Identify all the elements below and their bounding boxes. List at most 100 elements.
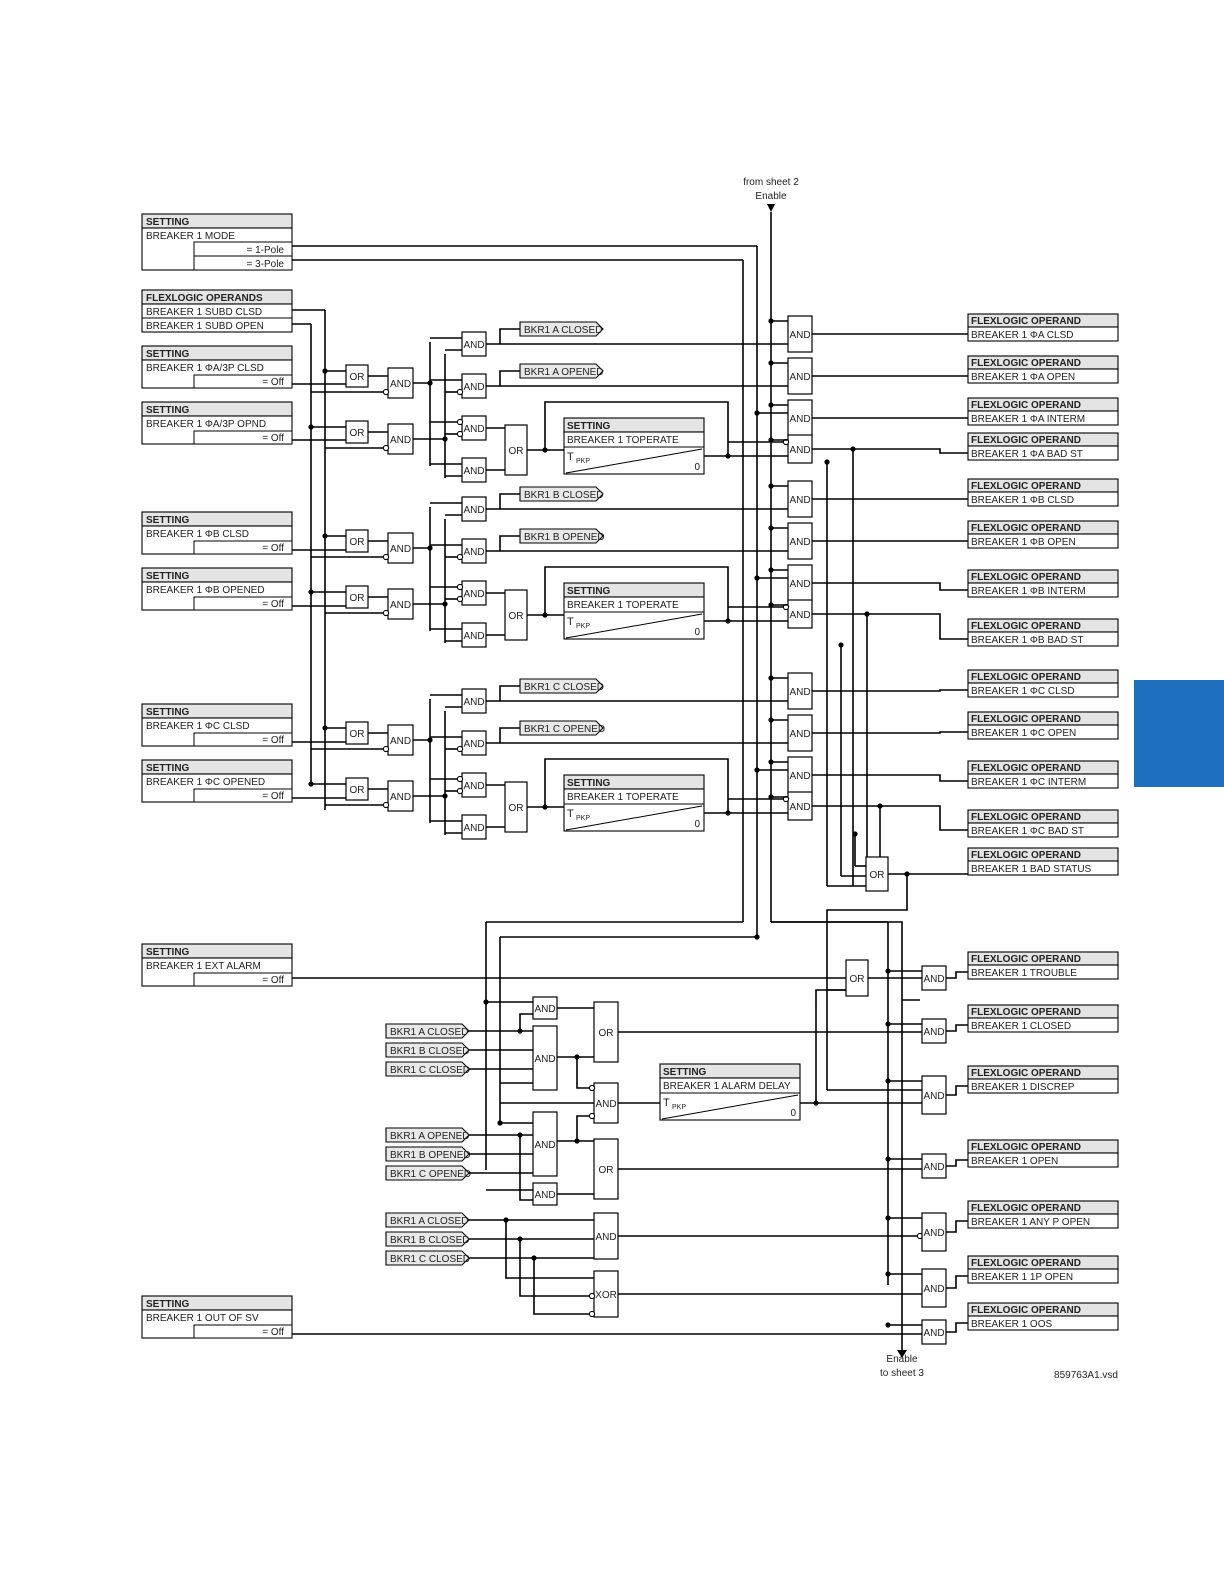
junction-dot [754, 767, 760, 773]
inverter-bubble [456, 418, 464, 426]
phase-setting-1-name: BREAKER 1 ΦA/3P OPND [146, 419, 266, 430]
phase-1-out-wire-3 [812, 613, 968, 640]
opened-or-body [593, 1138, 619, 1200]
phase-1-and-0-label: AND [463, 505, 484, 516]
phase-0-and-closed-body [387, 367, 414, 399]
phase-0-toperate-timer-t-sub: PKP [576, 458, 590, 465]
output-operand-2-header: FLEXLOGIC OPERAND [971, 400, 1081, 411]
inverter-bubble [382, 444, 390, 452]
phase-setting-1-value: = Off [262, 433, 284, 444]
phase-setting-4-value-cell [193, 732, 293, 747]
junction-dot [768, 525, 774, 531]
inverter-bubble [456, 595, 464, 603]
phase-1-opened-tag-shape [519, 528, 604, 544]
phase-setting-0-value-cell [193, 374, 293, 389]
phase-setting-4-header: SETTING [146, 707, 190, 718]
any-open-and-body [593, 1212, 619, 1260]
phase-1-or-closed-label: OR [350, 537, 365, 548]
phase-1-opened-tag: BKR1 B OPENED [519, 528, 605, 544]
junction-dot [322, 725, 328, 731]
final-and-closed: AND [921, 1018, 947, 1044]
phase-setting-0-value: = Off [262, 377, 284, 388]
phase-1-or-bad: OR [504, 589, 528, 641]
lower-tag-b-closed: BKR1 B CLOSED [385, 1042, 470, 1058]
junction-dot [768, 602, 774, 608]
phase-0-out-and-3-label: AND [789, 445, 810, 456]
phase-0-out-and-0: AND [787, 315, 813, 353]
inverter-bubble [588, 1112, 596, 1120]
phase-2-opened-tag-shape [519, 720, 604, 736]
phase-1-or-closed: OR [345, 529, 369, 553]
trouble-or: OR [845, 959, 869, 997]
phase-1-out-and-3: AND [787, 599, 813, 629]
phase-2-opened-tag-wire [499, 727, 520, 743]
final-and-trouble-label: AND [923, 974, 944, 985]
phase-1-and-open: AND [387, 588, 414, 620]
output-operand-4-name: BREAKER 1 ΦB CLSD [971, 495, 1074, 506]
phase-1-toperate-timer-t-sub: PKP [576, 623, 590, 630]
phase-0-toperate-timer-zero: 0 [694, 462, 700, 473]
output-operand-8-header: FLEXLOGIC OPERAND [971, 672, 1081, 683]
enable-out-bus [771, 921, 903, 1350]
inverter-bubble [456, 775, 464, 783]
final-and-any-open-body [921, 1212, 947, 1252]
alarm-delay-timer-header: SETTING [663, 1067, 707, 1078]
phase-1-toperate-timer-ramp [565, 613, 703, 639]
junction-dot [768, 360, 774, 366]
junction-dot [885, 1322, 891, 1328]
phase-setting-4-name: BREAKER 1 ΦC CLSD [146, 721, 250, 732]
phase-1-and-2-label: AND [463, 589, 484, 600]
junction-dot [497, 1120, 503, 1126]
lower-tag-b-opened: BKR1 B OPENED [385, 1146, 471, 1162]
lower-tag-c-closed-2: BKR1 C CLOSED [385, 1250, 470, 1266]
ext-alarm-setting-name: BREAKER 1 EXT ALARM [146, 961, 261, 972]
phase-0-toperate-timer-name: BREAKER 1 TOPERATE [567, 435, 679, 446]
output-operand-7-header: FLEXLOGIC OPERAND [971, 621, 1081, 632]
phase-1-and-1-label: AND [463, 547, 484, 558]
phase-2-out-and-2-label: AND [789, 771, 810, 782]
mode-setting-header: SETTING [146, 217, 190, 228]
phase-0-closed-tag-wire [499, 328, 520, 344]
phase-1-and-closed-body [387, 532, 414, 564]
junction-dot [427, 737, 433, 743]
phase-2-and-2: AND [461, 772, 487, 798]
opened-or-label: OR [599, 1165, 614, 1176]
phase-setting-5-value: = Off [262, 791, 284, 802]
junction-dot [322, 533, 328, 539]
phase-1-and-3-body [461, 622, 487, 648]
lower-tag-a-closed-shape [385, 1023, 470, 1039]
phase-setting-3-name: BREAKER 1 ΦB OPENED [146, 585, 265, 596]
lower-tag-b-closed-2-shape [385, 1231, 470, 1247]
junction-dot [768, 318, 774, 324]
to-sheet-enable: Enable [886, 1354, 918, 1365]
out-of-sv-setting-header: SETTING [146, 1299, 190, 1310]
phase-0-closed-tag-shape [519, 321, 604, 337]
mode-setting-value2: = 3-Pole [246, 259, 284, 270]
phase-0-interm-feedback [544, 401, 729, 450]
phase-0-or-open-label: OR [350, 428, 365, 439]
alarm-delay-timer-t-label: T [663, 1097, 670, 1109]
phase-0-and-1-label: AND [463, 382, 484, 393]
lower-tag-c-opened-shape [385, 1165, 470, 1181]
phase-0-toperate-timer-ramp [565, 448, 703, 474]
phase-0-or-closed-label: OR [350, 372, 365, 383]
phase-2-and-open: AND [387, 780, 414, 812]
phase-setting-3-value: = Off [262, 599, 284, 610]
output-operand-16-name: BREAKER 1 OPEN [971, 1156, 1058, 1167]
output-operand-18-name: BREAKER 1 1P OPEN [971, 1272, 1073, 1283]
output-operand-2-name: BREAKER 1 ΦA INTERM [971, 414, 1085, 425]
opened-and-1p: AND [532, 1182, 558, 1206]
junction-dot [885, 1271, 891, 1277]
phase-0-or-bad: OR [504, 424, 528, 476]
phase-0-or-closed: OR [345, 364, 369, 388]
